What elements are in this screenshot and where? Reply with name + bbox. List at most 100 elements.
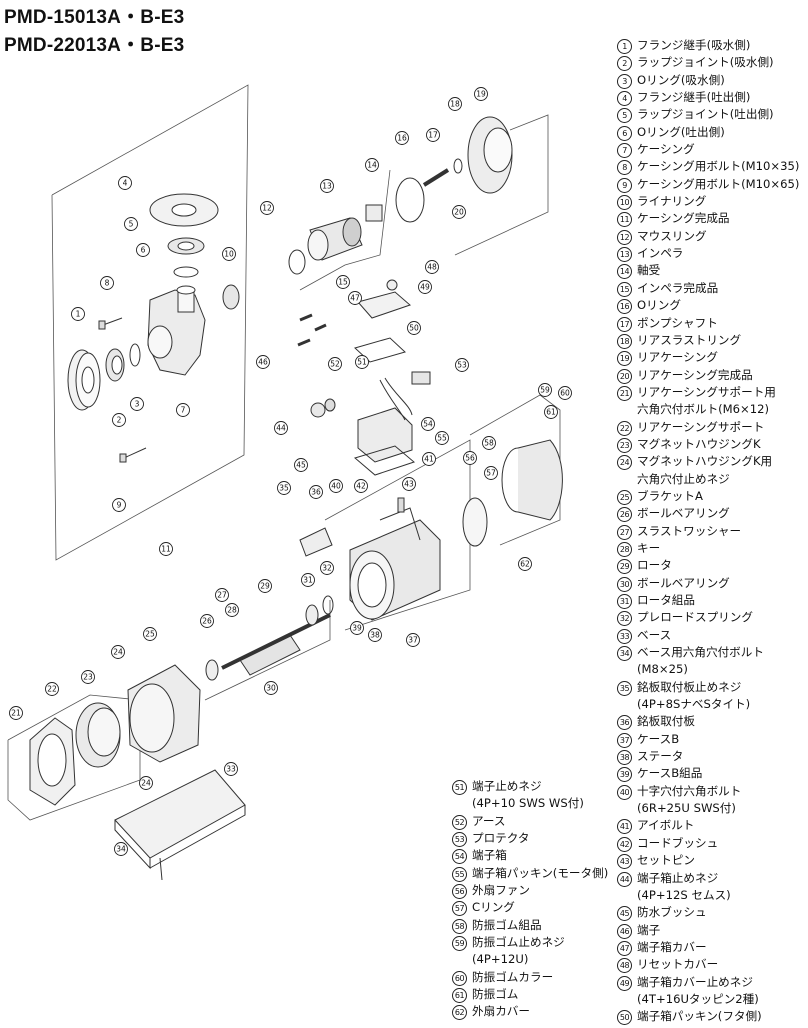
legend-text: フランジ継手(吸水側) [637, 38, 751, 52]
callout-48: 48 [425, 260, 439, 274]
callout-number: 46 [258, 358, 268, 367]
legend-text: リアケーシング完成品 [637, 367, 753, 382]
legend-text: 端子 [637, 922, 661, 937]
callout-16: 16 [395, 131, 409, 145]
legend-item-44-continued: (4P+12S セムス) [637, 887, 731, 902]
callout-number: 52 [330, 360, 340, 369]
callout-number: 32 [322, 564, 332, 573]
callout-number: 62 [520, 560, 530, 569]
callout-9: 9 [112, 498, 126, 512]
legend-number-26: 26 [617, 507, 632, 523]
legend-text: セットピン [637, 853, 695, 868]
callout-number: 4 [123, 179, 128, 188]
legend-text: ライナリング [637, 194, 707, 209]
callout-36: 36 [309, 485, 323, 499]
legend-text: 端子箱 [472, 848, 507, 863]
legend-text: アイボルト [637, 818, 695, 833]
legend-text: コードブッシュ [637, 835, 719, 850]
callout-11: 11 [159, 542, 173, 556]
legend-number-48: 48 [617, 958, 632, 974]
callout-25: 25 [143, 627, 157, 641]
legend-number-2: 2 [617, 56, 632, 72]
callout-number: 34 [116, 845, 126, 854]
callout-number: 47 [350, 294, 360, 303]
callout-46: 46 [256, 355, 270, 369]
legend-text: ベース [637, 627, 672, 642]
callout-number: 50 [409, 324, 419, 333]
callout-56: 56 [463, 451, 477, 465]
callout-23: 23 [81, 670, 95, 684]
legend-number-34: 34 [617, 646, 632, 662]
callout-number: 9 [117, 501, 122, 510]
legend-number-45: 45 [617, 906, 632, 922]
callout-number: 23 [83, 673, 93, 682]
model-title-1: PMD-15013A・B-E3 [4, 7, 185, 28]
callout-number: 15 [338, 278, 348, 287]
callout-13: 13 [320, 179, 334, 193]
legend-number-31: 31 [617, 594, 632, 609]
legend-number-49: 49 [617, 975, 632, 991]
legend-text: ケーシング用ボルト(M10×35) [637, 159, 800, 174]
callout-50: 50 [407, 321, 421, 335]
callout-54: 54 [421, 417, 435, 431]
callout-number: 7 [181, 406, 186, 415]
callout-number: 61 [546, 408, 556, 417]
legend-number-5: 5 [617, 108, 632, 124]
callout-number: 48 [427, 263, 437, 272]
callout-24: 24 [111, 645, 125, 659]
callout-37: 37 [406, 633, 420, 647]
legend-number-38: 38 [617, 750, 632, 766]
legend-text: 端子箱パッキン(モータ側) [472, 865, 609, 880]
model-title-2: PMD-22013A・B-E3 [4, 35, 185, 56]
legend-number-33: 33 [617, 628, 632, 644]
callout-3: 3 [130, 397, 144, 411]
legend-number-60: 60 [452, 970, 467, 986]
callout-38: 38 [368, 628, 382, 642]
callout-number: 55 [437, 434, 447, 443]
callout-44: 44 [274, 421, 288, 435]
legend-number-19: 19 [617, 351, 632, 367]
callout-45: 45 [294, 458, 308, 472]
legend-text: リアケーシング [637, 350, 718, 365]
legend-number-21: 21 [617, 385, 632, 401]
callout-43: 43 [402, 477, 416, 491]
callout-number: 8 [105, 279, 110, 288]
callout-7: 7 [176, 403, 190, 417]
callout-20: 20 [452, 205, 466, 219]
legend-item-21-continued: 六角穴付ボルト(M6×12) [637, 402, 770, 417]
callout-number: 18 [450, 100, 460, 109]
legend-number-37: 37 [617, 732, 632, 748]
callout-53: 53 [455, 358, 469, 372]
callout-35: 35 [277, 481, 291, 495]
legend-number-30: 30 [617, 576, 632, 592]
callout-number: 6 [141, 246, 146, 255]
legend-text: インペラ完成品 [637, 280, 719, 295]
callout-number: 10 [224, 250, 234, 259]
callout-52: 52 [328, 357, 342, 371]
legend-text: 端子止めネジ [472, 779, 542, 793]
